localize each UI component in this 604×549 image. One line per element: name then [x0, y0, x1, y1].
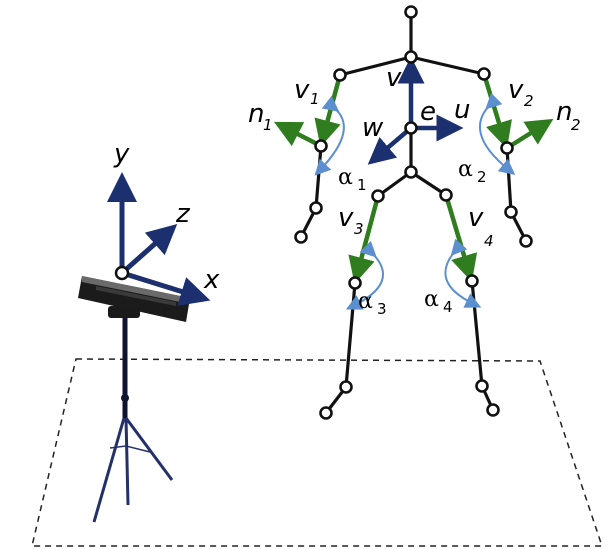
label-v1: v [294, 75, 310, 105]
axis-y-label: y [113, 139, 130, 169]
label-v4: v [468, 203, 484, 233]
label-n2-sub: 2 [571, 116, 581, 134]
label-u: u [454, 95, 470, 125]
label-alpha1-sub: 1 [357, 176, 367, 194]
label-v1-sub: 1 [310, 90, 320, 108]
label-alpha2: α [458, 157, 473, 182]
label-alpha2-sub: 2 [477, 168, 487, 186]
label-alpha4-sub: 4 [443, 298, 453, 316]
label-alpha4: α [424, 287, 439, 312]
skeleton-joints [294, 5, 533, 420]
kinect-sensor [78, 276, 190, 322]
label-n2: n [556, 97, 572, 127]
label-alpha3-sub: 3 [377, 300, 387, 318]
axis-x-label: x [203, 265, 220, 295]
label-n1: n [248, 99, 264, 129]
tripod [92, 315, 174, 523]
angle-arcs [314, 92, 516, 310]
label-v: v [386, 63, 402, 93]
label-alpha3: α [358, 289, 373, 314]
label-w: w [362, 113, 384, 143]
floor-plane [31, 358, 604, 547]
label-v4-sub: 4 [484, 232, 494, 250]
label-v3: v [338, 203, 354, 233]
label-n1-sub: 1 [263, 116, 273, 134]
label-v3-sub: 3 [354, 220, 364, 238]
label-alpha1: α [338, 165, 353, 190]
label-v2-sub: 2 [524, 92, 534, 110]
label-e: e [420, 97, 436, 127]
axis-z-label: z [175, 199, 191, 229]
axes-xyz [107, 172, 211, 306]
label-v2: v [508, 75, 524, 105]
